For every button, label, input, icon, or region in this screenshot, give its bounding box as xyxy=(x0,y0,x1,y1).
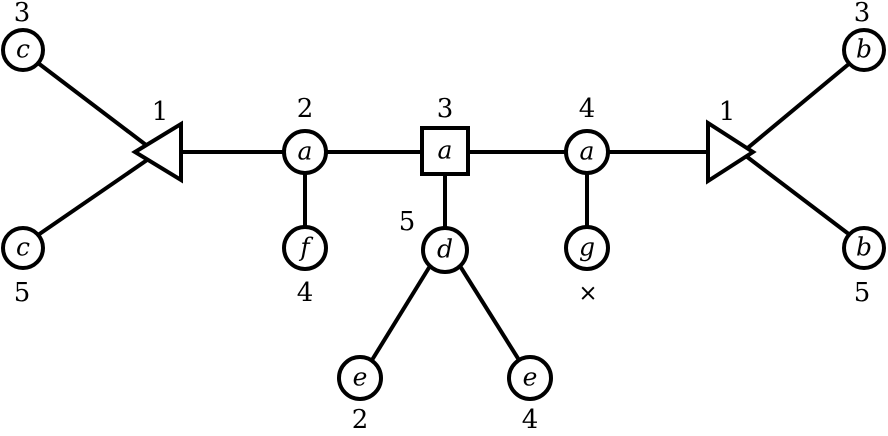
index-label-c-top: 3 xyxy=(14,0,31,28)
index-label-layer: 3 5 1 2 4 3 5 2 4 4 × 1 3 5 xyxy=(14,0,871,435)
node-label-a-2: a xyxy=(298,137,313,166)
edge-d-to-e-left xyxy=(370,264,432,362)
node-layer xyxy=(1,28,886,401)
edge-layer xyxy=(36,61,852,362)
node-circle-f[interactable] xyxy=(282,225,328,271)
index-label-e-right: 4 xyxy=(522,405,539,435)
edge-right-triangle-to-b-bottom xyxy=(736,148,852,237)
node-square-a[interactable] xyxy=(420,126,470,176)
node-label-e-right: e xyxy=(523,363,538,392)
node-label-g: g xyxy=(579,233,595,262)
index-label-triangle-left: 1 xyxy=(152,97,169,127)
node-triangle-left[interactable] xyxy=(131,120,183,184)
index-label-d: 5 xyxy=(399,207,416,237)
node-circle-c-top[interactable] xyxy=(1,28,45,72)
node-triangle-right[interactable] xyxy=(706,119,757,185)
node-circle-a-2[interactable] xyxy=(282,129,328,175)
node-circle-b-top[interactable] xyxy=(842,28,886,72)
node-label-d: d xyxy=(437,235,453,264)
edge-right-triangle-to-b-top xyxy=(736,61,852,158)
node-circle-g[interactable] xyxy=(564,225,610,271)
node-label-c-top: c xyxy=(16,35,30,64)
index-label-f: 4 xyxy=(297,278,314,308)
index-label-b-bottom: 5 xyxy=(854,278,871,308)
node-circle-a-4[interactable] xyxy=(564,129,610,175)
node-label-b-top: b xyxy=(856,35,872,64)
node-text-layer: c c a f a d e e a g b b xyxy=(16,35,872,392)
edge-c-bottom-to-left-triangle xyxy=(36,156,152,237)
cross-mark-icon: × xyxy=(578,281,597,307)
node-circle-e-right[interactable] xyxy=(507,355,553,401)
node-circle-c-bottom[interactable] xyxy=(1,226,45,270)
node-label-a-3: a xyxy=(438,136,453,165)
node-label-f: f xyxy=(298,233,313,262)
index-label-a-3: 3 xyxy=(437,94,454,124)
node-label-b-bottom: b xyxy=(856,233,872,262)
edge-c-top-to-left-triangle xyxy=(36,61,152,150)
node-circle-d[interactable] xyxy=(421,226,469,274)
node-label-c-bottom: c xyxy=(16,233,30,262)
node-circle-b-bottom[interactable] xyxy=(842,226,886,270)
node-circle-e-left[interactable] xyxy=(337,355,383,401)
index-label-triangle-right: 1 xyxy=(719,97,736,127)
index-label-b-top: 3 xyxy=(854,0,871,28)
node-label-e-left: e xyxy=(353,363,368,392)
index-label-e-left: 2 xyxy=(352,405,369,435)
index-label-c-bottom: 5 xyxy=(14,278,31,308)
index-label-a-2: 2 xyxy=(297,94,314,124)
node-label-a-4: a xyxy=(580,137,595,166)
index-label-a-4: 4 xyxy=(579,94,596,124)
edge-d-to-e-right xyxy=(458,264,521,362)
